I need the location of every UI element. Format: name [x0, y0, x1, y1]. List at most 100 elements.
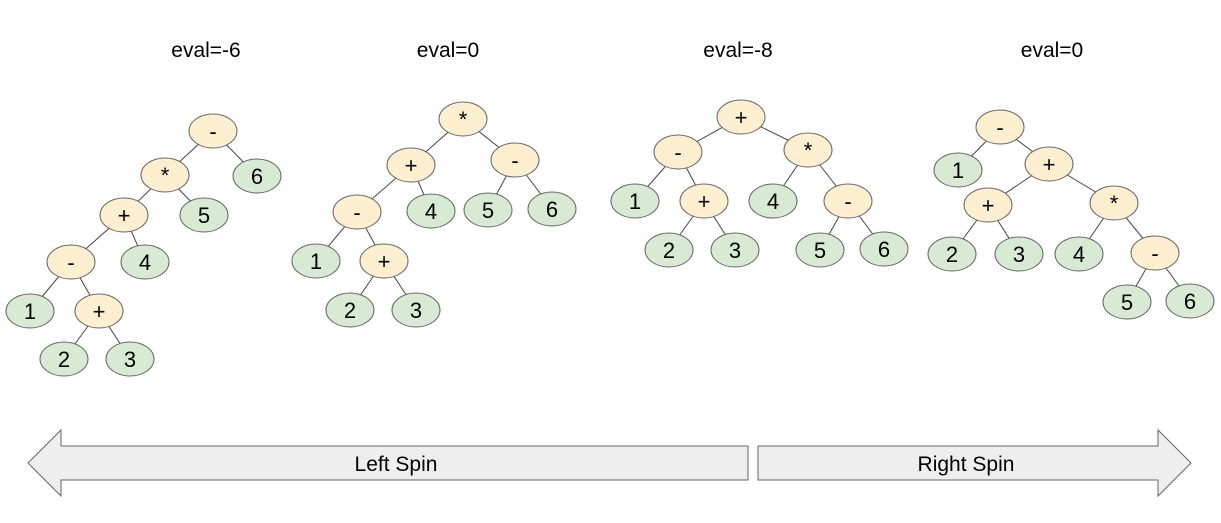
operator-node: -	[188, 113, 238, 149]
operand-node: 1	[933, 152, 983, 188]
node-label: 3	[410, 298, 422, 323]
operator-node: -	[332, 194, 382, 230]
operator-node: -	[823, 183, 873, 219]
node-ellipse	[927, 236, 977, 272]
operand-node: 1	[610, 183, 660, 219]
node-ellipse	[710, 232, 760, 268]
operand-node: 6	[232, 158, 282, 194]
node-label: 1	[24, 299, 36, 324]
operand-node: 6	[1165, 283, 1215, 319]
node-label: +	[405, 153, 418, 178]
node-ellipse	[994, 236, 1044, 272]
node-label: 6	[878, 237, 890, 262]
node-label: -	[1151, 241, 1158, 266]
node-ellipse	[783, 132, 833, 168]
node-ellipse	[325, 292, 375, 328]
eval-label: eval=0	[1021, 39, 1083, 62]
node-label: 4	[425, 199, 437, 224]
operator-node: +	[1024, 146, 1074, 182]
eval-label: eval=-6	[171, 39, 240, 62]
node-label: -	[996, 115, 1003, 140]
operand-node: 3	[994, 236, 1044, 272]
node-ellipse	[1089, 185, 1139, 221]
node-ellipse	[105, 341, 155, 377]
operand-node: 4	[120, 244, 170, 280]
operator-node: +	[359, 243, 409, 279]
operator-node: +	[386, 147, 436, 183]
node-ellipse	[748, 183, 798, 219]
node-label: 5	[198, 203, 210, 228]
operand-node: 5	[463, 192, 513, 228]
node-ellipse	[74, 293, 124, 329]
node-ellipse	[610, 183, 660, 219]
node-ellipse	[795, 232, 845, 268]
node-label: -	[844, 189, 851, 214]
operator-node: -	[46, 244, 96, 280]
node-label: 5	[1121, 290, 1133, 315]
operator-node: *	[438, 101, 488, 137]
operator-node: -	[975, 109, 1025, 145]
node-ellipse	[823, 183, 873, 219]
operand-node: 4	[406, 193, 456, 229]
node-label: 4	[139, 250, 151, 275]
node-label: 3	[729, 238, 741, 263]
node-label: +	[378, 249, 391, 274]
left-spin-arrow-shape	[27, 428, 749, 498]
node-label: +	[735, 105, 748, 130]
node-label: -	[353, 200, 360, 225]
node-label: 5	[814, 238, 826, 263]
operand-node: 1	[291, 243, 341, 279]
node-label: -	[67, 250, 74, 275]
node-label: 1	[629, 189, 641, 214]
node-ellipse	[644, 232, 694, 268]
node-ellipse	[527, 191, 577, 227]
node-ellipse	[963, 187, 1013, 223]
operator-node: +	[74, 293, 124, 329]
node-label: +	[698, 189, 711, 214]
node-ellipse	[1130, 235, 1180, 271]
operator-node: -	[653, 134, 703, 170]
node-ellipse	[463, 192, 513, 228]
operand-node: 5	[795, 232, 845, 268]
node-ellipse	[716, 99, 766, 135]
operand-node: 6	[527, 191, 577, 227]
node-label: +	[118, 203, 131, 228]
operator-node: +	[716, 99, 766, 135]
node-ellipse	[1102, 284, 1152, 320]
node-label: 1	[952, 158, 964, 183]
node-ellipse	[46, 244, 96, 280]
node-label: 3	[1013, 242, 1025, 267]
node-label: 2	[58, 347, 70, 372]
node-ellipse	[39, 341, 89, 377]
right-spin-arrow: Right Spin	[757, 428, 1192, 498]
node-ellipse	[679, 183, 729, 219]
node-label: 4	[1073, 242, 1085, 267]
operand-node: 4	[1054, 236, 1104, 272]
node-ellipse	[5, 293, 55, 329]
operand-node: 4	[748, 183, 798, 219]
node-label: 2	[344, 298, 356, 323]
node-label: 5	[482, 198, 494, 223]
node-ellipse	[1054, 236, 1104, 272]
node-label: 2	[946, 242, 958, 267]
node-ellipse	[1165, 283, 1215, 319]
node-label: *	[1110, 191, 1119, 216]
operator-node: *	[140, 157, 190, 193]
node-label: +	[982, 193, 995, 218]
node-ellipse	[359, 243, 409, 279]
node-ellipse	[179, 197, 229, 233]
node-ellipse	[120, 244, 170, 280]
left-spin-label: Left Spin	[355, 453, 438, 476]
operand-node: 2	[644, 232, 694, 268]
node-label: -	[674, 140, 681, 165]
eval-label: eval=0	[417, 39, 479, 62]
node-ellipse	[653, 134, 703, 170]
operator-node: -	[490, 142, 540, 178]
node-label: *	[161, 163, 170, 188]
node-label: 6	[546, 197, 558, 222]
